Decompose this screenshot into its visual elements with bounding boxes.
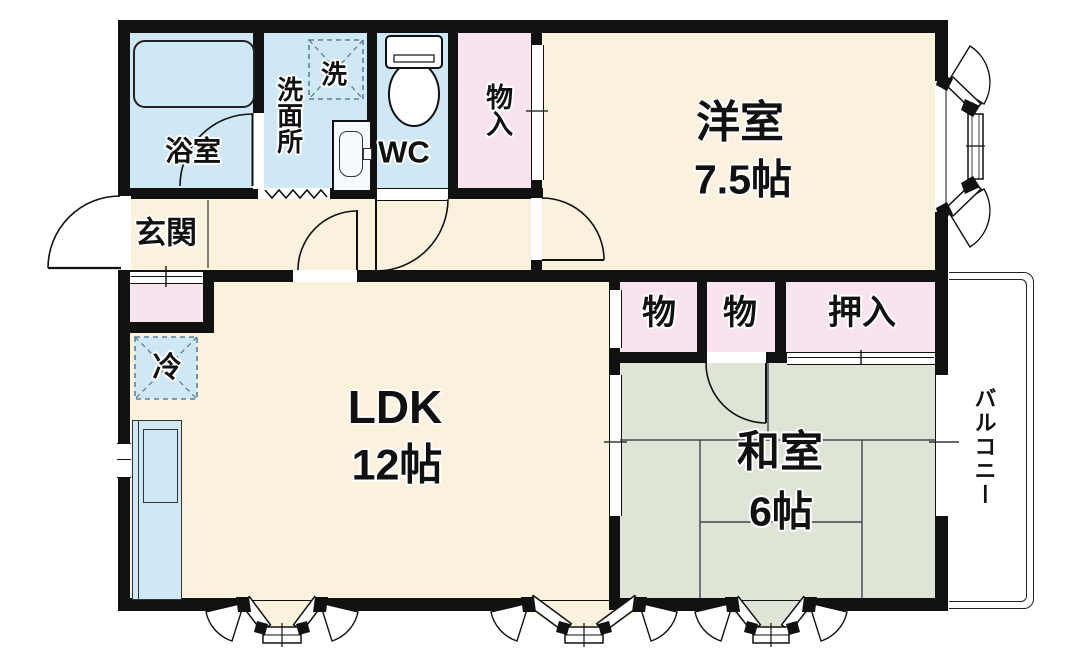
washroom-opening: [258, 188, 330, 199]
label-ldk-size: 12帖: [351, 441, 443, 490]
label-closet-b: 物: [723, 294, 757, 333]
label-bath: 浴室: [164, 135, 222, 167]
label-closet-a: 物: [642, 294, 676, 333]
wall-washroom-wc: [367, 33, 377, 188]
toilet-icon: [385, 35, 443, 127]
label-fridge: 冷: [152, 351, 182, 384]
wall-mid: [118, 270, 948, 282]
wall-shoe-closet-bottom: [118, 322, 214, 333]
balcony: [949, 272, 1034, 609]
ldk-doorway: [293, 270, 357, 282]
kitchen-sink-icon: [143, 429, 178, 503]
wall-closet-a-b: [697, 282, 707, 352]
label-ldk: LDK: [347, 380, 443, 433]
sliding-door-closet-a: [609, 290, 622, 348]
wall-shoe-closet-right: [203, 270, 214, 333]
wall-left: [118, 20, 130, 611]
western-doorway: [531, 198, 542, 260]
sliding-door-shoe-closet: [130, 271, 203, 284]
wc-doorway: [377, 188, 448, 201]
sink-icon: [332, 120, 372, 192]
label-oshiire: 押入: [828, 294, 896, 333]
wall-wc-storage: [448, 33, 458, 188]
label-washroom: 洗面所: [273, 76, 304, 154]
wall-closet-b-oshiire: [775, 282, 786, 352]
wall-bath-washroom: [253, 33, 264, 113]
label-entrance: 玄関: [135, 215, 197, 251]
sliding-window-balcony: [935, 375, 950, 516]
label-washer: 洗: [320, 59, 348, 90]
label-storage: 物入: [482, 83, 513, 137]
entrance-doorway: [117, 196, 131, 270]
room-japanese-floor: [614, 352, 935, 605]
bathtub-icon: [133, 40, 255, 108]
label-balcony: バルコニー: [971, 387, 997, 507]
balcony-inner-rail: [949, 279, 1027, 602]
label-japanese-size: 6帖: [749, 488, 813, 535]
kitchen-counter-icon: [132, 420, 182, 600]
sliding-door-ldk-japanese: [609, 375, 622, 516]
wall-bottom: [118, 598, 948, 611]
refrigerator-space-icon: [134, 336, 198, 400]
wall-top: [118, 20, 948, 33]
label-japanese: 和室: [737, 428, 823, 477]
window-ldk-left: [117, 443, 131, 478]
label-western-size: 7.5帖: [694, 156, 792, 203]
western-window-gap: [935, 81, 948, 212]
label-wc: WC: [378, 134, 430, 170]
closet-b-doorway: [707, 352, 766, 363]
sliding-door-storage-western: [531, 45, 544, 180]
bath-doorway: [253, 113, 264, 189]
sliding-door-oshiire: [787, 352, 935, 365]
wall-closet-bottom: [614, 352, 948, 363]
washing-machine-icon: [308, 39, 364, 100]
entrance-door-icon: [47, 195, 121, 270]
room-storage-floor: [458, 33, 531, 188]
label-western: 洋室: [696, 97, 784, 147]
wall-hall-top: [118, 188, 543, 199]
